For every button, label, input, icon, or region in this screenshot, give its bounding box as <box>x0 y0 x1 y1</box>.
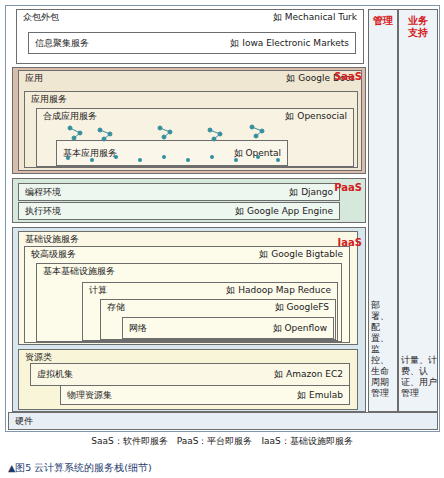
column-body: 部署、配置、监控、生命周期管理 <box>371 300 397 399</box>
column-heading: 业务支持 <box>407 15 429 39</box>
abbreviation-note: SaaS：软件即服务 PaaS：平台即服务 IaaS：基础设施即服务 <box>91 436 353 447</box>
example-text: 如 GoogleFS <box>275 302 329 313</box>
example-text: 如 Iowa Electronic Markets <box>230 38 349 49</box>
example-text: 如 Openflow <box>273 323 327 334</box>
service-box: 合成应用服务 如 Opensocial 基本应用服务 如 Opental <box>36 108 354 167</box>
layer-band: PaaS 编程环境 如 Django 执行环境 如 Google App Engine <box>12 178 366 223</box>
service-box: 执行环境 如 Google App Engine <box>18 202 340 220</box>
box-heading: 编程环境 <box>25 187 61 198</box>
layer-label: IaaS <box>338 237 362 248</box>
service-box: 众包外包 如 Mechanical Turk 信息聚集服务 如 Iowa Electr… <box>16 9 364 64</box>
side-column: 管理部署、配置、监控、生命周期管理 <box>368 9 398 412</box>
example-text: 如 Mechanical Turk <box>273 12 357 23</box>
box-heading: 物理资源集 <box>67 390 112 401</box>
service-box: 资源类虚拟机集 如 Amazon EC2 物理资源集 如 Emulab <box>18 349 358 410</box>
box-heading: 较高级服务 <box>31 249 76 260</box>
box-heading: 基本基础设施服务 <box>43 266 115 277</box>
box-heading: 执行环境 <box>25 206 61 217</box>
box-heading: 应用 <box>25 73 43 84</box>
example-text: 如 Google App Engine <box>235 206 333 217</box>
example-text: 如 Amazon EC2 <box>274 369 343 380</box>
column-body: 计量、计费、认证、用户管理 <box>401 355 437 399</box>
box-heading: 基础设施服务 <box>25 234 79 245</box>
box-heading: 网络 <box>129 323 147 334</box>
box-heading: 众包外包 <box>23 12 59 23</box>
layer-label: SaaS <box>334 71 362 82</box>
service-box: 基本基础设施服务计算 如 Hadoop Map Reduce 存储 如 GoogleF… <box>36 263 342 342</box>
service-box: 基础设施服务较高级服务如 Google Bigtable基本基础设施服务计算如 … <box>18 231 358 345</box>
example-text: 如 Django <box>289 187 333 198</box>
service-box: 较高级服务 如 Google Bigtable 基本基础设施服务计算 如 Hadoop… <box>24 246 350 343</box>
box-heading: 基本应用服务 <box>63 148 117 159</box>
example-text: 如 Emulab <box>297 390 343 401</box>
service-box: 物理资源集 如 Emulab <box>60 385 350 405</box>
service-box: 编程环境 如 Django <box>18 183 340 201</box>
service-box: 基本应用服务 如 Opental <box>56 140 288 166</box>
service-box: 应用服务合成应用服务 如 Opensocial 基本应用服务 如 Opental <box>24 91 358 168</box>
box-heading: 合成应用服务 <box>43 111 97 122</box>
service-box: 存储 如 GoogleFS 网络 如 Openflow <box>100 299 336 340</box>
box-heading: 应用服务 <box>31 94 67 105</box>
box-heading: 资源类 <box>25 352 52 363</box>
box-heading: 存储 <box>107 302 125 313</box>
example-text: 如 Opensocial <box>285 111 347 122</box>
example-text: 如 Google Bigtable <box>259 249 343 260</box>
figure-caption: ▲图5 云计算系统的服务栈(细节) <box>8 462 152 473</box>
service-box: 网络 如 Openflow <box>122 317 334 339</box>
service-box: 虚拟机集如 Amazon EC2物理资源集如 Emulab <box>30 363 350 386</box>
example-text: 如 Opental <box>234 148 281 159</box>
box-heading: 信息聚集服务 <box>35 38 89 49</box>
box-heading: 虚拟机集 <box>37 369 73 380</box>
layer-label: PaaS <box>334 182 362 193</box>
example-text: 如 Hadoop Map Reduce <box>226 285 331 296</box>
column-heading: 管理 <box>372 15 394 27</box>
service-box: 硬件 <box>8 412 438 430</box>
service-box: 信息聚集服务 如 Iowa Electronic Markets <box>28 32 356 54</box>
side-column: 业务支持计量、计费、认证、用户管理 <box>398 9 438 412</box>
box-heading: 计算 <box>89 285 107 296</box>
hardware-label: 硬件 <box>15 416 33 427</box>
service-box: 应用如 Google Docs应用服务合成应用服务如 Opensocial基本应… <box>18 70 362 171</box>
layer-band: SaaS应用如 Google Docs应用服务合成应用服务如 Opensocia… <box>12 67 366 174</box>
service-box: 计算 如 Hadoop Map Reduce 存储 如 GoogleFS 网络 如 Ope… <box>82 282 338 341</box>
layer-band: IaaS 基础设施服务较高级服务 如 Google Bigtable 基本基础设施服务… <box>12 227 366 412</box>
